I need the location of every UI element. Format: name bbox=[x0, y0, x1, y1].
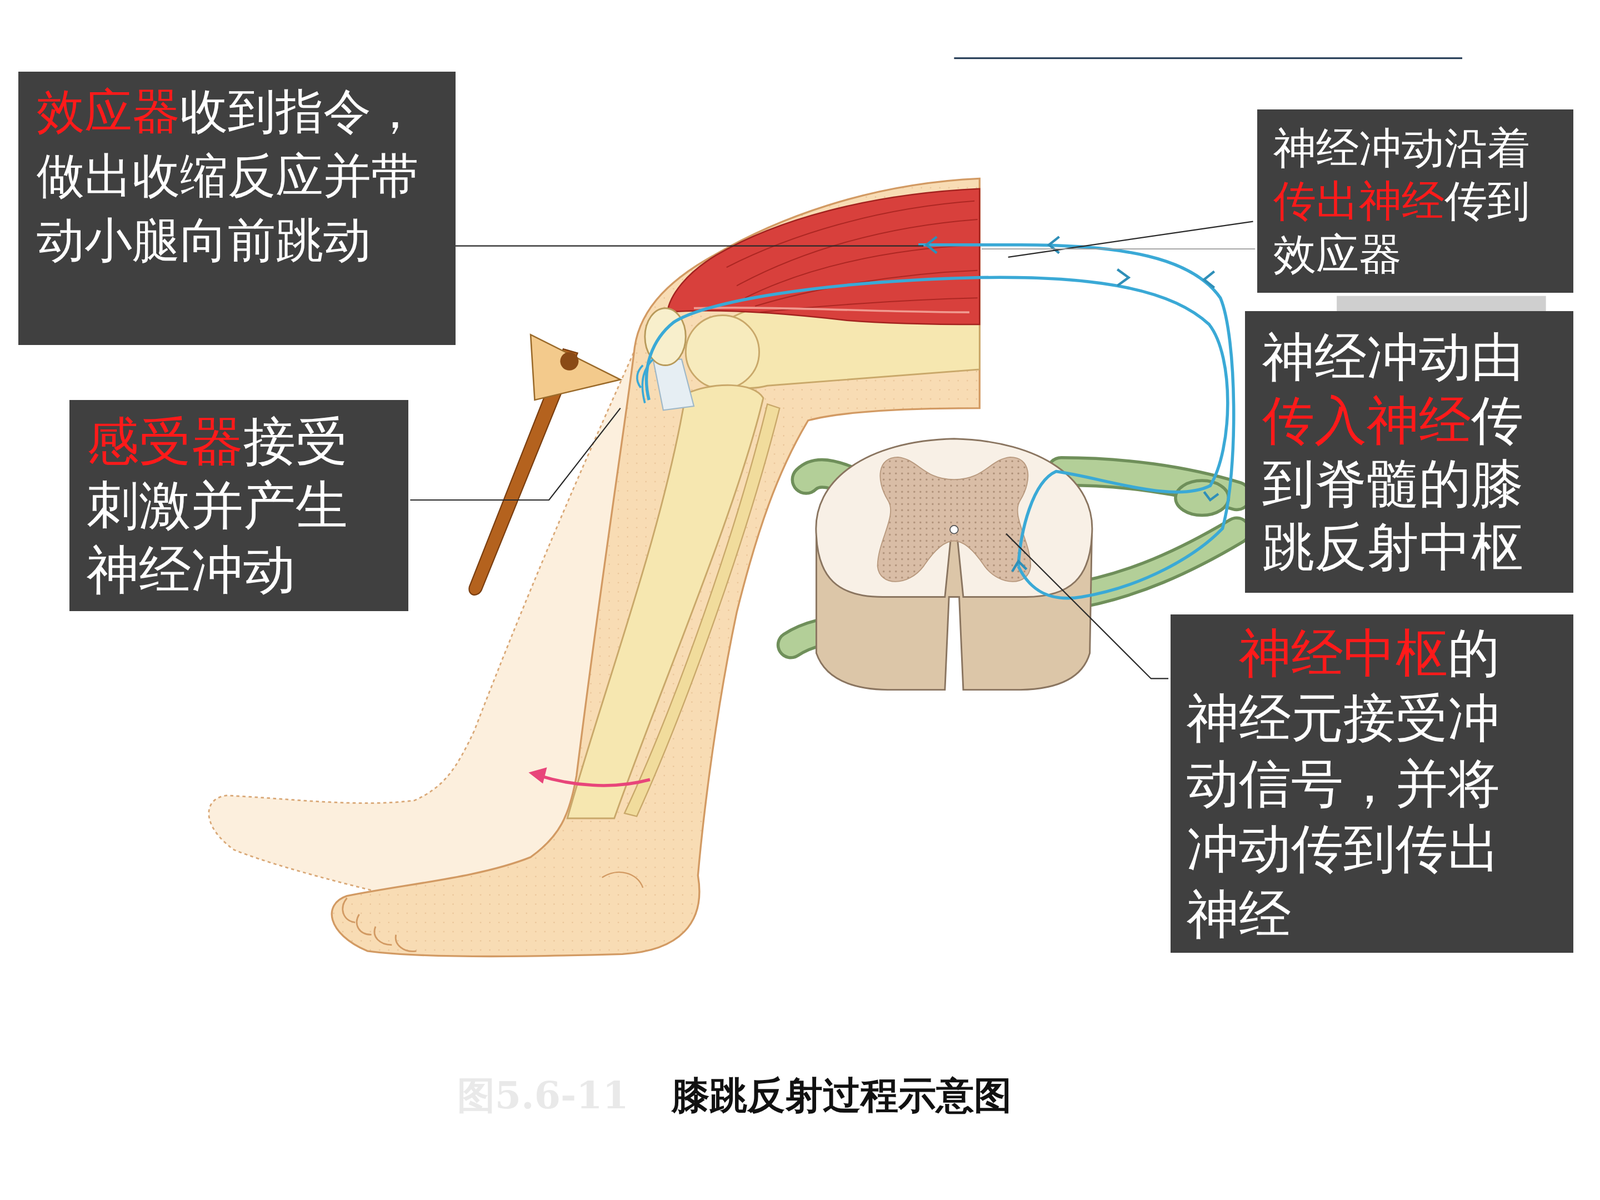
impulse-arrows bbox=[926, 236, 1219, 572]
callout-box: 神经冲动沿着传出神经传到效应器 bbox=[1257, 109, 1574, 294]
femur-condyle bbox=[685, 315, 759, 389]
callout-text: 效应器收到指令，做出收缩反应并带动小腿向前跳动 bbox=[36, 79, 438, 273]
ankle bbox=[602, 872, 643, 888]
keyword: 感受器 bbox=[86, 411, 244, 472]
callout-box: 感受器接受刺激并产生神经冲动 bbox=[69, 400, 409, 612]
callout-sentence: 神经冲动沿着 bbox=[1273, 122, 1530, 173]
callout-box: 神经冲动由传入神经传到脊髓的膝跳反射中枢 bbox=[1245, 311, 1574, 593]
efferent-nerve bbox=[918, 245, 1234, 599]
movement-arrow bbox=[538, 775, 650, 786]
nerve-endings bbox=[637, 359, 654, 404]
hammer-joint bbox=[560, 352, 579, 371]
callout-sentence: 神经冲动由 bbox=[1262, 326, 1524, 388]
keyword: 神经中枢 bbox=[1238, 622, 1448, 684]
keyword: 传入神经 bbox=[1262, 390, 1472, 451]
spinal-cord-section bbox=[816, 438, 1093, 598]
patellar-tendon bbox=[653, 359, 694, 411]
figure-number: 图5.6-11 bbox=[457, 1070, 629, 1122]
top-rule bbox=[953, 57, 1463, 59]
fibula bbox=[624, 403, 780, 817]
leader-lines bbox=[410, 221, 1253, 679]
movement-arrowhead bbox=[528, 767, 547, 784]
keyword: 效应器 bbox=[36, 83, 180, 139]
grey-matter bbox=[877, 457, 1032, 582]
callout-text: 神经冲动沿着传出神经传到效应器 bbox=[1273, 121, 1546, 282]
afferent-nerve bbox=[646, 277, 1228, 567]
leader-line-faint bbox=[981, 248, 1255, 250]
callout-box: 效应器收到指令，做出收缩反应并带动小腿向前跳动 bbox=[18, 71, 456, 345]
callout-box: 神经中枢的神经元接受冲动信号，并将冲动传到传出神经 bbox=[1170, 614, 1574, 954]
kicked-leg-ghost bbox=[199, 262, 804, 962]
keyword: 传出神经 bbox=[1273, 175, 1445, 226]
hammer-head bbox=[530, 334, 621, 400]
figure-caption: 膝跳反射过程示意图 bbox=[671, 1070, 1012, 1122]
quadriceps-muscle bbox=[667, 188, 980, 325]
callout-text: 感受器接受刺激并产生神经冲动 bbox=[86, 409, 365, 603]
toes bbox=[342, 897, 417, 952]
callout-text: 神经中枢的神经元接受冲动信号，并将冲动传到传出神经 bbox=[1186, 620, 1518, 948]
central-canal bbox=[950, 525, 959, 534]
muscle-highlight bbox=[693, 307, 970, 313]
callout-text: 神经冲动由传入神经传到脊髓的膝跳反射中枢 bbox=[1262, 325, 1541, 579]
tibia bbox=[567, 385, 764, 819]
